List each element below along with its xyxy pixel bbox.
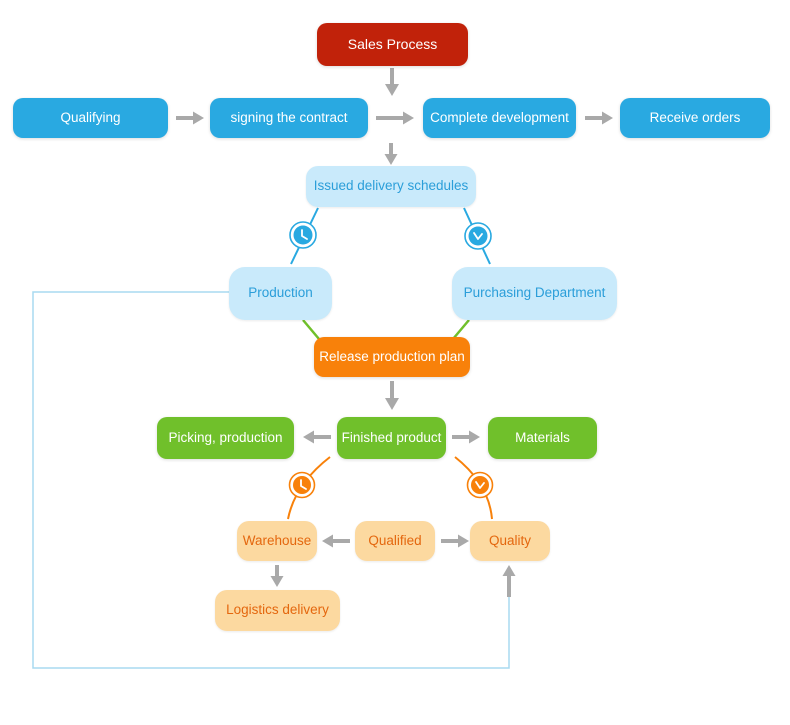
node-production: Production — [229, 267, 332, 320]
node-receive-orders-label: Receive orders — [649, 109, 741, 125]
node-logistics-delivery: Logistics delivery — [215, 590, 340, 631]
clock-icon-orange-left — [288, 471, 316, 499]
node-sales-process-label: Sales Process — [347, 35, 438, 52]
node-quality: Quality — [470, 521, 550, 561]
arrow-feedback-to-quality-head — [502, 565, 516, 576]
node-qualifying: Qualifying — [13, 98, 168, 138]
arrow-complete-receive-head — [602, 111, 613, 125]
node-materials: Materials — [488, 417, 597, 459]
clock-icon-orange-right — [466, 471, 494, 499]
clock-icon-blue-right — [464, 222, 492, 250]
arrow-row-issued-head — [384, 154, 398, 165]
arc-finished-quality — [454, 456, 493, 520]
node-issued-delivery-schedules-label: Issued delivery schedules — [313, 178, 469, 194]
arrow-qualified-warehouse-head — [322, 534, 333, 548]
arc-finished-warehouse — [287, 456, 331, 520]
node-receive-orders: Receive orders — [620, 98, 770, 138]
line-issued-purchasing — [463, 207, 491, 265]
node-purchasing-department-label: Purchasing Department — [463, 285, 606, 301]
node-signing-the-contract-label: signing the contract — [230, 109, 348, 125]
arrow-qualified-quality-head — [458, 534, 469, 548]
node-picking-production: Picking, production — [157, 417, 294, 459]
node-release-production-plan-label: Release production plan — [319, 348, 465, 364]
node-quality-label: Quality — [488, 532, 532, 548]
node-issued-delivery-schedules: Issued delivery schedules — [306, 166, 476, 207]
line-issued-production — [290, 207, 319, 265]
node-production-label: Production — [248, 285, 313, 301]
arrow-signing-complete-head — [403, 111, 414, 125]
node-finished-product: Finished product — [337, 417, 446, 459]
node-finished-product-label: Finished product — [341, 429, 442, 445]
node-purchasing-department: Purchasing Department — [452, 267, 617, 320]
node-complete-development: Complete development — [423, 98, 576, 138]
clock-icon-blue-left — [289, 221, 317, 249]
arrow-sales-down-head — [385, 84, 399, 96]
node-qualified: Qualified — [355, 521, 435, 561]
node-picking-production-label: Picking, production — [168, 429, 283, 445]
node-signing-the-contract: signing the contract — [210, 98, 368, 138]
arrow-warehouse-logistics-head — [270, 576, 284, 587]
node-warehouse-label: Warehouse — [242, 532, 312, 548]
node-qualified-label: Qualified — [368, 532, 422, 548]
node-release-production-plan: Release production plan — [314, 337, 470, 377]
node-logistics-delivery-label: Logistics delivery — [226, 602, 329, 618]
node-materials-label: Materials — [515, 429, 570, 445]
line-production-release — [302, 319, 320, 340]
node-warehouse: Warehouse — [237, 521, 317, 561]
arrow-release-finished-head — [385, 398, 399, 410]
node-complete-development-label: Complete development — [430, 109, 569, 125]
arrow-qualifying-signing-head — [193, 111, 204, 125]
arrow-finished-picking-head — [303, 430, 314, 444]
node-sales-process: Sales Process — [317, 23, 468, 66]
node-qualifying-label: Qualifying — [60, 109, 121, 125]
arrow-finished-materials-head — [469, 430, 480, 444]
